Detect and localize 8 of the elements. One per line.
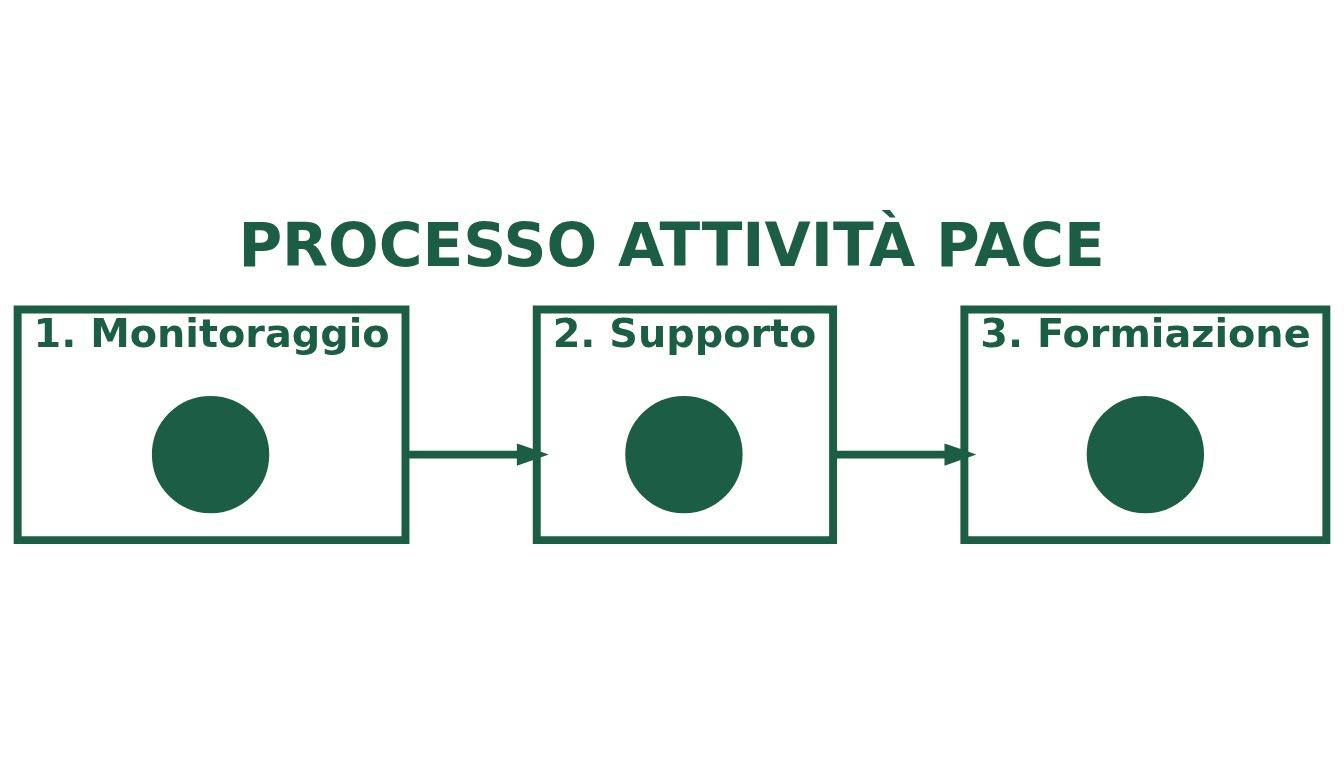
cluster: 1. Monitoraggio	[13, 305, 410, 545]
cluster: 3. Formiazione	[960, 305, 1331, 545]
node-circle	[625, 395, 743, 514]
cluster: 2. Supporto	[532, 305, 838, 545]
arrow	[833, 443, 977, 466]
node-circle	[1086, 395, 1205, 514]
node-circle	[151, 395, 270, 514]
diagram-title: PROCESSO ATTIVITÀ PACE	[238, 210, 1105, 280]
